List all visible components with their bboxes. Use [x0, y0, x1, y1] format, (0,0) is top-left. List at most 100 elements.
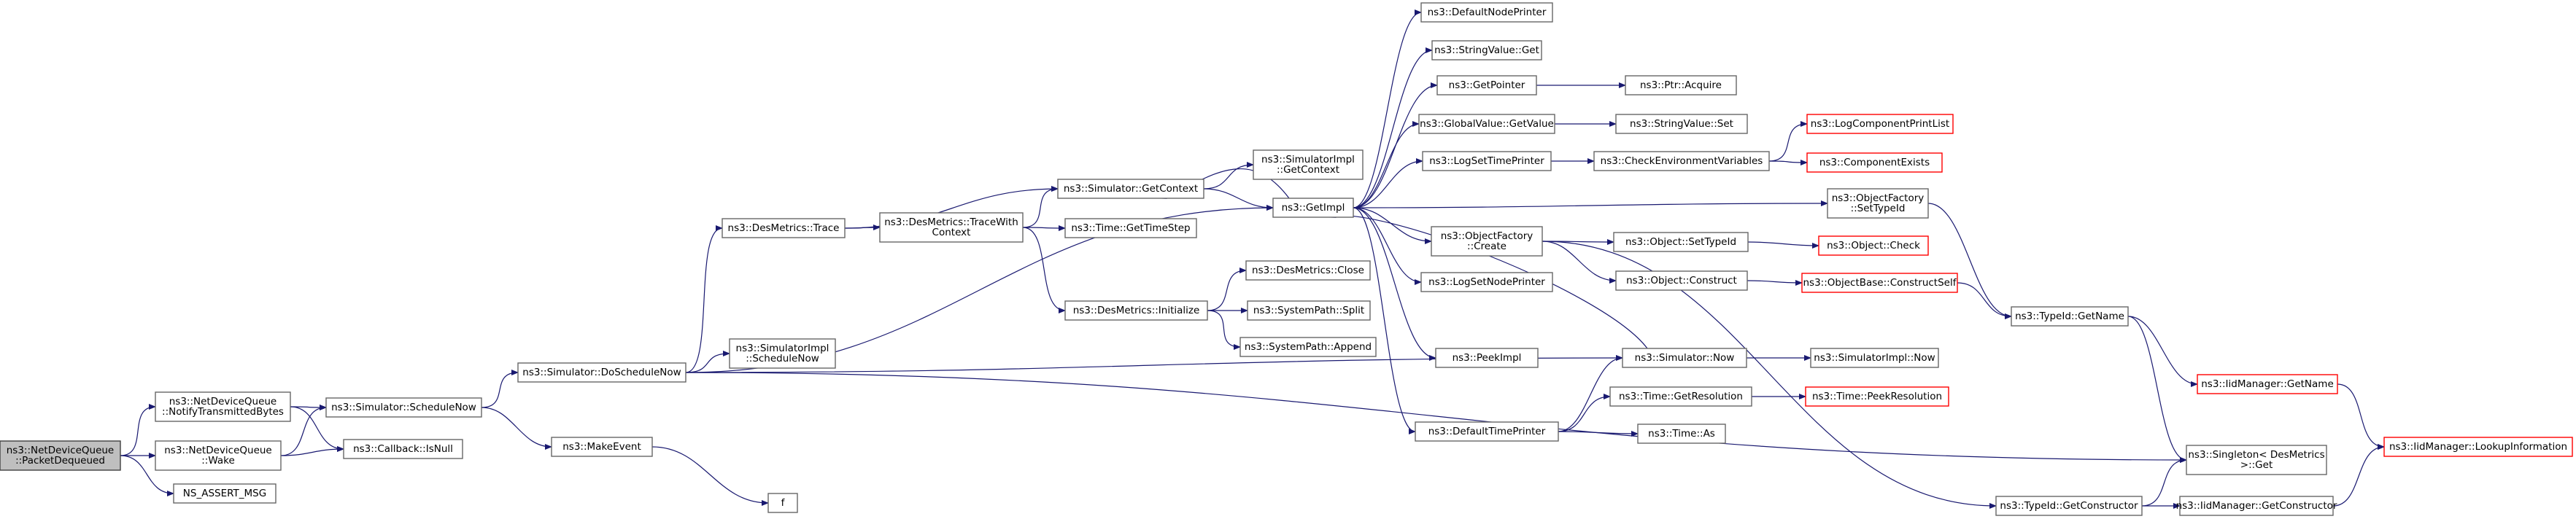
edge-doschedulenow-to-singletonget — [685, 372, 2187, 463]
node-box — [1420, 272, 1553, 292]
node-ns3-logsettimeprinter[interactable]: ns3::LogSetTimePrinter — [1422, 151, 1552, 171]
node-ns3-netdevicequeue-packetdequeued[interactable]: ns3::NetDeviceQueue::PacketDequeued — [0, 440, 121, 471]
node-ns3-desmetrics-trace[interactable]: ns3::DesMetrics::Trace — [722, 218, 846, 238]
node-label: ns3::IidManager::LookupInformation — [2389, 441, 2567, 453]
node-ns3-getpointer[interactable]: ns3::GetPointer — [1436, 75, 1537, 95]
node-label: ns3::LogComponentPrintList — [1811, 118, 1949, 130]
node-ns3-logsetnodeprinter[interactable]: ns3::LogSetNodePrinter — [1420, 272, 1553, 292]
node-box — [1818, 235, 1929, 256]
node-ns3-globalvalue-getvalue[interactable]: ns3::GlobalValue::GetValue — [1418, 114, 1555, 134]
node-ns3-simulator-now[interactable]: ns3::Simulator::Now — [1622, 348, 1747, 368]
edge-getimpl-to-deftimeprinter — [1353, 207, 1416, 434]
node-ns3-defaultnodeprinter[interactable]: ns3::DefaultNodePrinter — [1420, 2, 1553, 23]
edge-getimpl-to-stringvalueget — [1353, 47, 1433, 208]
node-ns3-time-peekresolution[interactable]: ns3::Time::PeekResolution — [1805, 386, 1949, 407]
node-label: ns3::SimulatorImpl — [1261, 154, 1355, 165]
edge-getimpl-to-objfactorysettypeid — [1353, 200, 1828, 208]
node-label: >::Get — [2240, 459, 2273, 471]
node-box — [155, 440, 282, 471]
node-ns3-object-construct[interactable]: ns3::Object::Construct — [1615, 270, 1748, 291]
node-ns3-simulatorimpl-now[interactable]: ns3::SimulatorImpl::Now — [1810, 348, 1939, 368]
node-box — [1064, 300, 1208, 321]
node-box — [1418, 114, 1555, 134]
node-ns3-desmetrics-close[interactable]: ns3::DesMetrics::Close — [1245, 260, 1371, 281]
node-label: ns3::GetImpl — [1282, 202, 1345, 214]
node-ns3-desmetrics-initialize[interactable]: ns3::DesMetrics::Initialize — [1064, 300, 1208, 321]
node-ns3-objectfactory-settypeid[interactable]: ns3::ObjectFactory::SetTypeId — [1827, 188, 1929, 219]
node-box — [1615, 270, 1748, 291]
node-ns3-typeid-getname[interactable]: ns3::TypeId::GetName — [2011, 306, 2129, 327]
node-ns3-typeid-getconstructor[interactable]: ns3::TypeId::GetConstructor — [1995, 496, 2143, 516]
node-box — [2186, 445, 2327, 475]
edge-objconstruct-to-objbaseconstructself — [1747, 279, 1803, 286]
edge-objbaseconstructself-to-typeidgetname — [1957, 282, 2012, 319]
node-ns3-object-settypeid[interactable]: ns3::Object::SetTypeId — [1613, 232, 1749, 252]
node-label: ns3::Object::SetTypeId — [1625, 236, 1736, 248]
edge-doschedulenow-to-destrace — [685, 225, 723, 373]
edge-getimpl-to-globalvalueget — [1353, 121, 1420, 208]
node-box — [1613, 232, 1749, 252]
node-label: ns3::SystemPath::Append — [1245, 341, 1372, 353]
node-ns3-logcomponentprintlist[interactable]: ns3::LogComponentPrintList — [1806, 114, 1954, 134]
node-label: ns3::Time::GetResolution — [1619, 391, 1743, 402]
node-label: ns3::ComponentExists — [1819, 157, 1930, 168]
node-ns3-makeevent[interactable]: ns3::MakeEvent — [551, 437, 653, 457]
edge-root-to-notify — [120, 404, 156, 456]
node-ns-assert-msg[interactable]: NS_ASSERT_MSG — [173, 483, 276, 504]
node-ns3-simulatorimpl-getcontext[interactable]: ns3::SimulatorImpl::GetContext — [1253, 149, 1364, 180]
node-label: ns3::LogSetNodePrinter — [1428, 276, 1545, 288]
node-ns3-getimpl[interactable]: ns3::GetImpl — [1272, 198, 1354, 218]
node-ns3-stringvalue-get[interactable]: ns3::StringValue::Get — [1431, 40, 1542, 61]
node-ns3-objectfactory-create[interactable]: ns3::ObjectFactory::Create — [1431, 226, 1543, 257]
node-ns3-time-as[interactable]: ns3::Time::As — [1637, 424, 1726, 444]
edge-getimpl-to-defnodeprinter — [1353, 9, 1422, 208]
node-box — [1827, 188, 1929, 219]
node-box — [1064, 218, 1197, 238]
node-box — [1805, 386, 1949, 407]
node-ns3-systempath-split[interactable]: ns3::SystemPath::Split — [1247, 300, 1371, 321]
node-ns3-iidmanager-getconstructor[interactable]: ns3::IidManager::GetConstructor — [2176, 496, 2337, 516]
node-ns3-simulatorimpl-schedulenow[interactable]: ns3::SimulatorImpl::ScheduleNow — [729, 338, 836, 369]
node-ns3-object-check[interactable]: ns3::Object::Check — [1818, 235, 1929, 256]
node-ns3-time-getresolution[interactable]: ns3::Time::GetResolution — [1609, 386, 1752, 407]
node-label: NS_ASSERT_MSG — [183, 488, 266, 499]
node-ns3-iidmanager-lookupinformation[interactable]: ns3::IidManager::LookupInformation — [2383, 437, 2573, 457]
node-ns3-callback-isnull[interactable]: ns3::Callback::IsNull — [343, 439, 463, 459]
node-ns3-objectbase-constructself[interactable]: ns3::ObjectBase::ConstructSelf — [1801, 273, 1958, 293]
node-ns3-singleton-desmetrics-get[interactable]: ns3::Singleton< DesMetrics >::Get — [2186, 445, 2327, 475]
node-ns3-iidmanager-getname[interactable]: ns3::IidManager::GetName — [2197, 374, 2338, 394]
node-label: ns3::DesMetrics::Close — [1252, 265, 1364, 276]
node-ns3-netdevicequeue-wake[interactable]: ns3::NetDeviceQueue::Wake — [155, 440, 282, 471]
node-ns3-simulator-doschedulenow[interactable]: ns3::Simulator::DoScheduleNow — [517, 362, 686, 383]
node-box — [1420, 2, 1553, 23]
node-ns3-componentexists[interactable]: ns3::ComponentExists — [1806, 152, 1943, 173]
edge-desinit-to-desclose — [1207, 268, 1247, 311]
edge-tracewithcontext-to-getcontext — [1022, 186, 1059, 228]
node-ns3-netdevicequeue-notifytransmittedbytes[interactable]: ns3::NetDeviceQueue::NotifyTransmittedBy… — [155, 391, 291, 422]
node-f[interactable]: f — [767, 493, 798, 513]
node-ns3-simulator-getcontext[interactable]: ns3::Simulator::GetContext — [1057, 179, 1204, 199]
edge-getimpl-to-logsettimeprinter — [1353, 158, 1423, 208]
node-ns3-checkenvironmentvariables[interactable]: ns3::CheckEnvironmentVariables — [1593, 151, 1770, 171]
edge-deftimeprinter-to-simnow — [1558, 355, 1623, 432]
node-label: ns3::Simulator::GetContext — [1064, 183, 1198, 195]
node-ns3-stringvalue-set[interactable]: ns3::StringValue::Set — [1615, 114, 1748, 134]
node-label: ns3::DefaultNodePrinter — [1428, 7, 1547, 18]
node-box — [517, 362, 686, 383]
node-ns3-ptr-acquire[interactable]: ns3::Ptr::Acquire — [1625, 75, 1737, 95]
node-box — [1272, 198, 1354, 218]
edge-getimpl-to-peekimpl — [1353, 207, 1436, 361]
edge-objfactorycreate-to-typeidgetconstructor — [1542, 241, 1997, 509]
node-ns3-peekimpl[interactable]: ns3::PeekImpl — [1435, 348, 1539, 368]
node-label: ns3::DefaultTimePrinter — [1428, 426, 1546, 437]
node-ns3-defaulttimeprinter[interactable]: ns3::DefaultTimePrinter — [1415, 421, 1559, 442]
node-box — [1436, 75, 1537, 95]
edge-notify-to-isnull — [290, 406, 344, 452]
node-ns3-simulator-schedulenow[interactable]: ns3::Simulator::ScheduleNow — [325, 397, 482, 418]
node-ns3-time-gettimestep[interactable]: ns3::Time::GetTimeStep — [1064, 218, 1197, 238]
node-ns3-systempath-append[interactable]: ns3::SystemPath::Append — [1239, 337, 1377, 357]
node-box — [767, 493, 798, 513]
node-box — [722, 218, 846, 238]
